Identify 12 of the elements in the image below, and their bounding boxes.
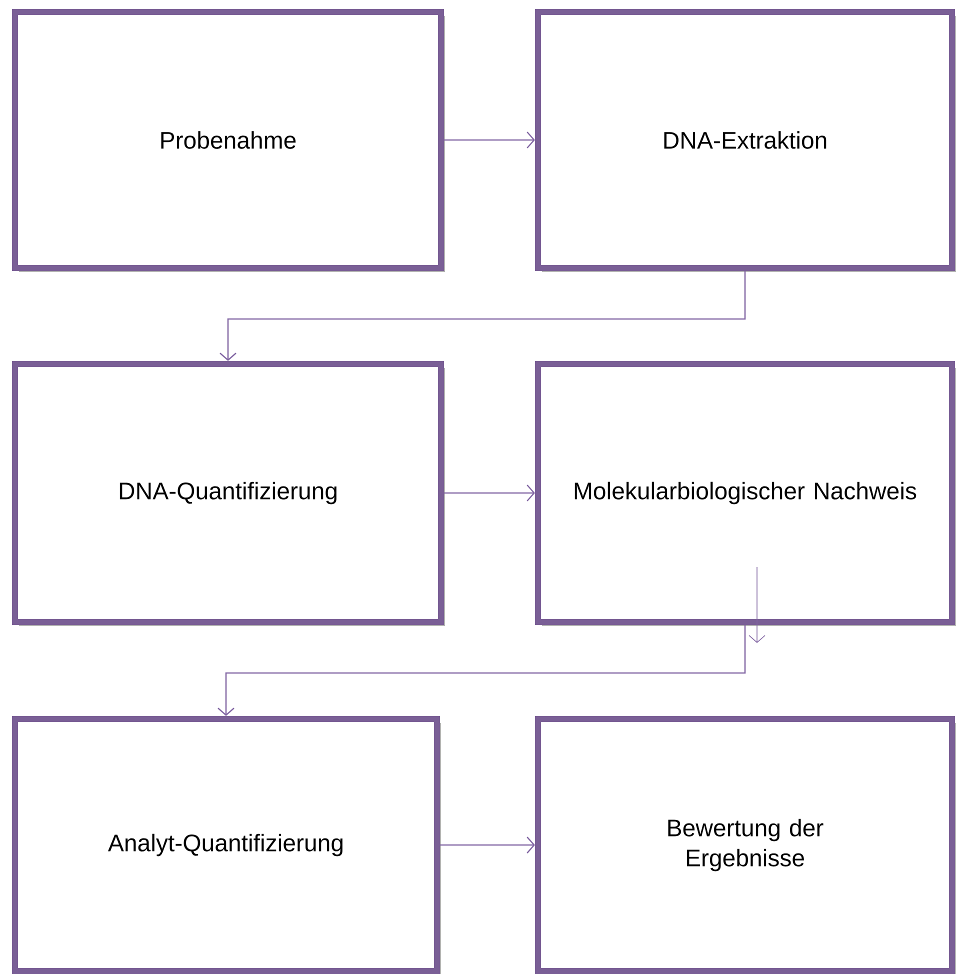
process-box: DNA-Quantifizierung — [12, 361, 444, 625]
arrow — [444, 132, 535, 148]
arrow — [218, 625, 746, 716]
process-box: Molekularbiologischer Nachweis — [535, 361, 955, 625]
process-box: Bewertung der Ergebnisse — [535, 716, 955, 974]
arrow — [220, 271, 746, 361]
arrow — [440, 836, 535, 854]
process-box: Analyt-Quantifizierung — [12, 716, 440, 974]
process-box: DNA-Extraktion — [535, 9, 955, 271]
arrow — [444, 484, 535, 502]
arrow — [748, 566, 766, 643]
process-box: Probenahme — [12, 9, 444, 271]
